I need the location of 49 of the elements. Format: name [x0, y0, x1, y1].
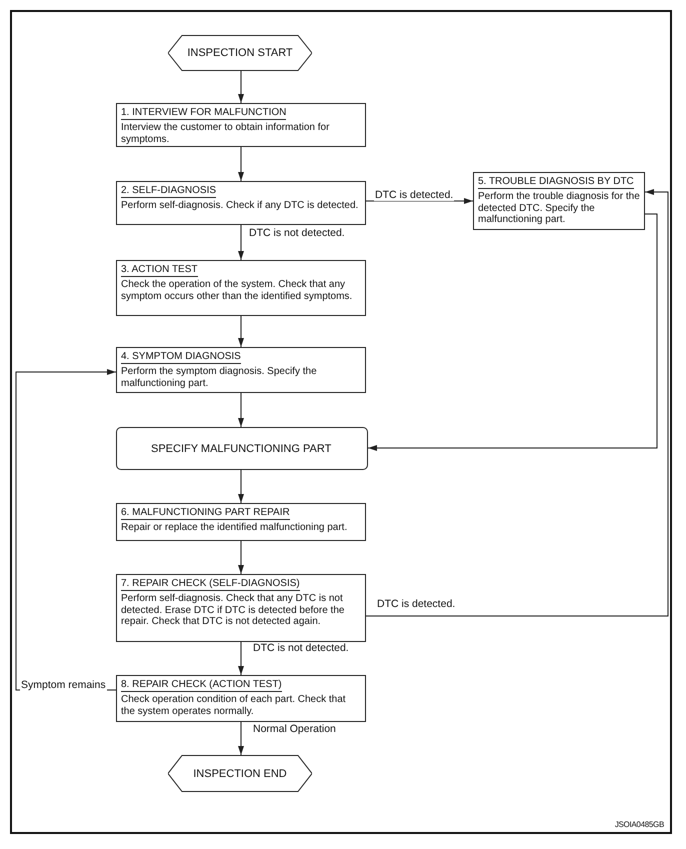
step-heading: 6. MALFUNCTIONING PART REPAIR	[121, 507, 290, 520]
step-description: Perform self-diagnosis. Check if any DTC is detected.	[121, 200, 360, 212]
step-heading: 8. REPAIR CHECK (ACTION TEST)	[121, 679, 282, 692]
step-box	[116, 347, 366, 393]
figure-code: JSOIA0485GB	[614, 820, 664, 829]
terminal-hexagon	[168, 35, 312, 71]
step-heading: 1. INTERVIEW FOR MALFUNCTION	[121, 107, 286, 120]
step-description: Interview the customer to obtain information for symptoms.	[121, 122, 330, 145]
step-box	[116, 574, 366, 642]
terminal-label: INSPECTION END	[193, 768, 287, 780]
arrow	[238, 224, 244, 260]
arrow	[238, 316, 244, 348]
step-box	[116, 260, 366, 316]
arrow	[366, 189, 668, 616]
arrow	[366, 198, 474, 204]
step-heading: 3. ACTION TEST	[121, 264, 198, 277]
step-heading: 4. SYMPTOM DIAGNOSIS	[121, 351, 241, 364]
step-box	[473, 172, 645, 230]
edge-label: DTC is detected.	[374, 189, 454, 201]
step-description: Repair or replace the identified malfunctioning part.	[121, 522, 348, 534]
arrow	[238, 392, 244, 428]
process-box	[116, 427, 368, 470]
step-heading: 2. SELF-DIAGNOSIS	[121, 185, 216, 198]
edge-label: Normal Operation	[252, 723, 337, 735]
arrow	[238, 540, 244, 574]
arrow	[238, 642, 244, 676]
step-description: Check the operation of the system. Check that any symptom occurs other than the identified symptoms.	[121, 279, 354, 302]
arrow	[238, 146, 244, 182]
edge-label: DTC is not detected.	[252, 642, 350, 654]
terminal-hexagon	[168, 755, 312, 792]
arrow	[238, 722, 244, 756]
arrow	[238, 470, 244, 504]
step-description: Perform the symptom diagnosis. Specify the malfunctioning part.	[121, 366, 318, 389]
edge-label: Symptom remains	[20, 679, 107, 691]
step-box	[116, 103, 366, 147]
edge-label: DTC is detected.	[376, 598, 456, 610]
step-heading: 5. TROUBLE DIAGNOSIS BY DTC	[478, 176, 634, 189]
step-box	[116, 181, 366, 225]
arrow	[238, 70, 244, 104]
step-description: Perform the trouble diagnosis for the detected DTC. Specify the malfunctioning part.	[478, 191, 640, 226]
step-description: Perform self-diagnosis. Check that any DTC is not detected. Erase DTC if DTC is detected before the repair. Check that DTC is not detected again.	[121, 593, 346, 628]
process-label: SPECIFY MALFUNCTIONING PART	[151, 442, 332, 454]
step-box	[116, 503, 366, 541]
step-heading: 7. REPAIR CHECK (SELF-DIAGNOSIS)	[121, 578, 300, 591]
edge-label: DTC is not detected.	[248, 227, 346, 239]
arrow	[368, 214, 658, 451]
step-box	[116, 675, 366, 722]
step-description: Check operation condition of each part. Check that the system operates normally.	[121, 694, 347, 717]
terminal-label: INSPECTION START	[187, 47, 293, 59]
